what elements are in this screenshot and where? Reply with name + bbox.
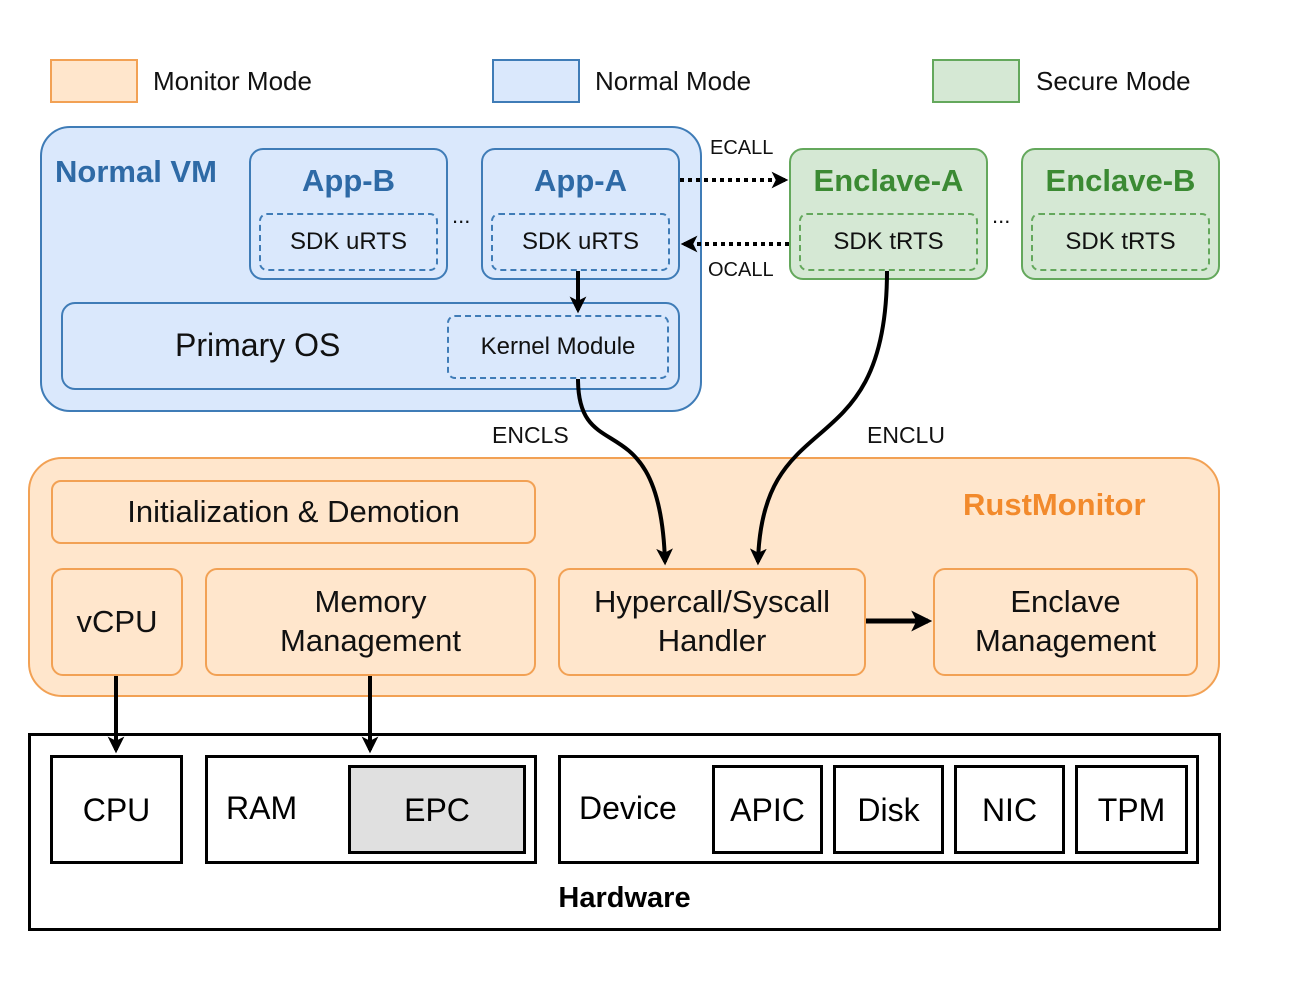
enclave-b-title: Enclave-B: [1045, 163, 1196, 198]
enclave-management-label: Enclave Management: [975, 584, 1156, 658]
enclaves-ellipsis: ...: [992, 203, 1011, 228]
tpm-label: TPM: [1097, 791, 1166, 828]
enclu-label: ENCLU: [867, 422, 945, 448]
hypercall-handler-box: Hypercall/Syscall Handler: [558, 568, 866, 676]
legend-normal-swatch: [492, 59, 580, 103]
cpu-label: CPU: [82, 791, 151, 828]
disk-box: Disk: [833, 765, 944, 854]
init-demotion-label: Initialization & Demotion: [127, 493, 460, 529]
memory-management-label: Memory Management: [280, 584, 461, 658]
vcpu-box: vCPU: [51, 568, 183, 676]
normal-vm-title: Normal VM: [55, 154, 217, 189]
enclave-a-sdk-trts: SDK tRTS: [799, 213, 978, 271]
app-b-title: App-B: [302, 163, 395, 198]
nic-label: NIC: [981, 791, 1038, 828]
app-a-title: App-A: [534, 163, 627, 198]
app-b-sdk-label: SDK uRTS: [290, 228, 407, 255]
app-b-sdk-urts: SDK uRTS: [259, 213, 438, 271]
legend-normal-label: Normal Mode: [595, 66, 752, 96]
ram-label: RAM: [226, 790, 298, 826]
apps-ellipsis: ...: [452, 203, 471, 228]
rustmonitor-title: RustMonitor: [963, 487, 1146, 522]
kernel-module-label: Kernel Module: [480, 333, 636, 360]
enclave-b-sdk-trts: SDK tRTS: [1031, 213, 1210, 271]
legend-monitor-label: Monitor Mode: [153, 66, 312, 96]
legend-secure-swatch: [932, 59, 1020, 103]
enclave-a-title: Enclave-A: [813, 163, 964, 198]
apic-box: APIC: [712, 765, 823, 854]
nic-box: NIC: [954, 765, 1065, 854]
enclu-arrow: [749, 270, 889, 566]
enclave-management-box: Enclave Management: [933, 568, 1198, 676]
vcpu-label: vCPU: [76, 603, 158, 639]
hardware-title: Hardware: [558, 882, 691, 914]
enclave-a-sdk-label: SDK tRTS: [833, 228, 944, 255]
enclave-b-sdk-label: SDK tRTS: [1065, 228, 1176, 255]
memory-management-box: Memory Management: [205, 568, 536, 676]
hypercall-handler-label: Hypercall/Syscall Handler: [593, 584, 830, 658]
epc-box: EPC: [348, 765, 526, 854]
ecall-label: ECALL: [710, 137, 774, 159]
legend-monitor-swatch: [50, 59, 138, 103]
epc-label: EPC: [404, 791, 470, 828]
cpu-box: CPU: [50, 755, 183, 864]
legend-secure-label: Secure Mode: [1036, 66, 1191, 96]
app-a-sdk-urts: SDK uRTS: [491, 213, 670, 271]
primary-os-label: Primary OS: [175, 327, 341, 363]
disk-label: Disk: [857, 791, 920, 828]
apic-label: APIC: [730, 791, 805, 828]
encls-arrow: [576, 378, 673, 566]
init-demotion-box: Initialization & Demotion: [51, 480, 536, 544]
app-a-sdk-label: SDK uRTS: [522, 228, 639, 255]
device-label: Device: [579, 790, 677, 826]
tpm-box: TPM: [1075, 765, 1188, 854]
kernel-module-box: Kernel Module: [447, 315, 669, 379]
encls-label: ENCLS: [492, 422, 569, 448]
ocall-label: OCALL: [708, 259, 774, 281]
